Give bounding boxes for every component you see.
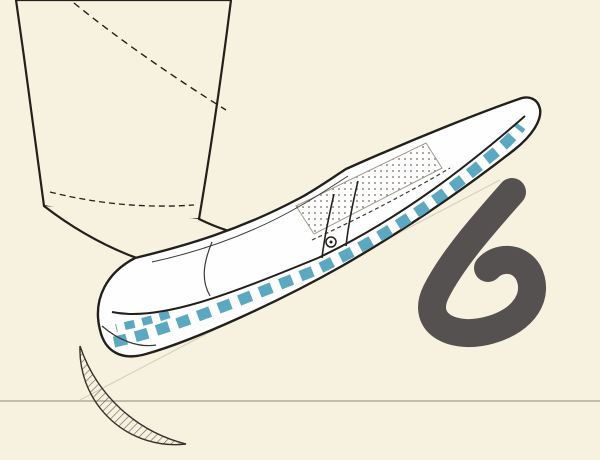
saddle-strap-back-seam <box>345 180 359 247</box>
rivet-center <box>329 240 333 244</box>
sole-tread-nubs <box>112 122 526 348</box>
topline-binding <box>151 175 349 263</box>
heel-welt-curl <box>101 325 157 347</box>
saddle-strap-front-seam <box>321 193 335 259</box>
sole-tread-nubs-heel-row <box>115 310 172 332</box>
accelerator-pedal <box>418 178 547 348</box>
heel-pivot-arc <box>79 345 187 446</box>
trouser-leg <box>14 0 233 222</box>
quarter-seam <box>203 241 213 297</box>
midsole-line <box>111 115 526 316</box>
apron-seam-stitch <box>311 167 451 241</box>
trouser-hem-stitch <box>49 191 195 207</box>
perforated-vamp-panel <box>295 142 443 235</box>
